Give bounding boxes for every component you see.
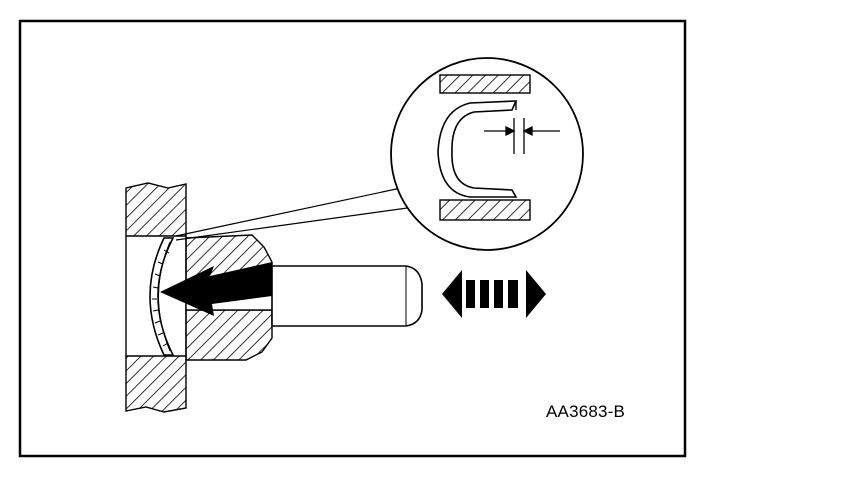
movement-double-arrow bbox=[442, 270, 546, 318]
housing-upper-block bbox=[125, 182, 187, 237]
housing-lower-block bbox=[125, 355, 187, 413]
figure-code-label: AA3683-B bbox=[546, 402, 626, 421]
figure-frame bbox=[18, 19, 687, 458]
seal-cross-section bbox=[437, 100, 518, 198]
install-direction-arrow bbox=[160, 262, 272, 316]
detail-magnifier bbox=[390, 57, 584, 251]
clearance-dimension bbox=[484, 118, 560, 154]
installer-tool-shaft bbox=[271, 265, 423, 327]
curved-seal-plug bbox=[149, 237, 175, 356]
detail-leader-lines bbox=[175, 187, 423, 241]
